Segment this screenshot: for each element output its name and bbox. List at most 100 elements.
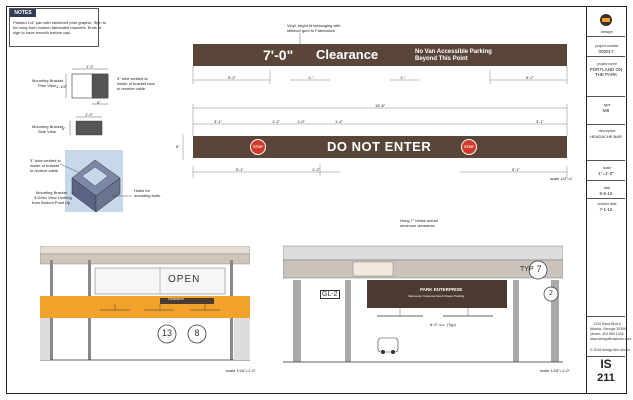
sign1-dim-2: 1'-": [308, 75, 314, 80]
elevation-left-drawing: [40, 246, 250, 364]
plan-dim-bottom: 6": [97, 100, 101, 105]
sign2-dim-bottom-1: 5'-1": [236, 167, 244, 172]
stop-badge-right: STOP: [461, 139, 477, 155]
tb-divider-2: [587, 56, 625, 57]
holes-callout-1: Holes for: [134, 188, 151, 193]
firm-logo-icon: [600, 14, 612, 26]
type-label: type: [603, 103, 611, 107]
weld-callout-3: to receive cable.: [117, 86, 147, 91]
side-view-label-2: Side View: [38, 129, 56, 134]
clearance-sub-1: No Van Accessible Parking: [415, 49, 492, 55]
elevation-right-drawing: [283, 245, 563, 365]
sign2-dim-bottom-3: 5'-1": [512, 167, 520, 172]
project-number-label: project number: [595, 44, 619, 48]
iso-label-1: Mounting Bracket: [36, 190, 68, 195]
clearance-sign: 7'-0" Clearance No Van Accessible Parkin…: [193, 44, 567, 66]
sign1-callout-1: Vinyl, bright lit messaging with: [287, 23, 341, 28]
weld-callout-b-1: 3" tube welded to: [30, 158, 61, 163]
revised-date-label: revised date: [597, 202, 617, 206]
plan-view-label-2: Plan View: [38, 83, 56, 88]
notes-line-3: sign to have smooth bottom cap.: [13, 30, 71, 35]
title-block: [586, 7, 627, 393]
plan-dim-top: 1'-0": [86, 64, 94, 69]
side-dim-side: 6": [62, 126, 66, 131]
seven-label: 7: [536, 264, 542, 274]
date-value: 5-6-16: [599, 191, 613, 196]
typ-label: TYP: [520, 266, 534, 273]
iso-label-2: 3-D/Iso View Looking: [34, 195, 72, 200]
elevation-right-scale: scale 1/16"=1'-0": [540, 368, 570, 373]
sign2-dim-top-4: 1'-4": [335, 119, 343, 124]
circle-number-8: 8: [194, 328, 200, 338]
parking-sign-line-2: Vancouver Cameras Ava & Rosen Parking: [408, 294, 465, 298]
sign2-left-height: 6": [176, 144, 180, 149]
sign1-dim-3: 1'-": [400, 75, 406, 80]
sign1-callout-2: stitched gum to Fabrication: [287, 28, 336, 33]
sign1-dimension-lines: [182, 33, 568, 178]
sign2-dim-top-5: 3'-1": [536, 119, 544, 124]
bracket-plan-view: [65, 68, 109, 105]
notes-box: NOTES Painted 1/4" pan with stretched pr…: [9, 8, 106, 47]
side-dim-top: 1'-0": [85, 112, 93, 117]
band-sign-text: Clearance: [168, 297, 184, 301]
project-number-value: 000017: [598, 49, 614, 54]
holes-callout-2: mounting bolts.: [134, 193, 162, 198]
tb-divider-7: [587, 198, 625, 199]
revised-date-value: 7-1-16: [599, 207, 613, 212]
address-line-4: www.designfirmstudio.com: [590, 337, 632, 341]
circle-number-13: 13: [161, 328, 172, 338]
sign1-dim-4: 5'-2": [526, 75, 534, 80]
parking-sign-line-1: PARK ENTERPRISE: [420, 287, 463, 292]
sign2-dim-top-3: 1'-0": [297, 119, 305, 124]
type-value: M8: [602, 108, 610, 113]
logo-text: design: [601, 29, 613, 34]
stop-badge-right-text: STOP: [464, 145, 474, 149]
side-view-label-1: Mounting Bracket: [32, 124, 64, 129]
description-label: description: [598, 129, 616, 133]
plan-dim-side: 1'-1/2": [56, 84, 68, 89]
date-label: date: [603, 186, 611, 190]
project-name-value-1: PORTLAND ON: [589, 67, 623, 72]
sheet-border: [6, 6, 627, 394]
project-name-value-2: THE PARK: [594, 72, 618, 77]
sign2-dim-bottom-2: 1'-2": [312, 167, 320, 172]
firm-logo: [596, 12, 616, 32]
scale-value: 1"=1'-0": [598, 171, 614, 176]
tb-divider-4: [587, 124, 625, 125]
sheet-prefix: IS: [600, 357, 612, 371]
gl-label: GL-2: [320, 290, 340, 299]
bracket-side-view: [69, 116, 103, 136]
elevation-left-scale: scale 1/16"=1'-0": [226, 368, 256, 373]
weld-callout-2: inside of bracket face: [117, 81, 155, 86]
notes-title: NOTES: [10, 9, 36, 17]
open-sign: OPEN: [168, 274, 201, 285]
clearance-label: Clearance: [316, 47, 379, 62]
notes-line-2: be hung from custom fabricated brackets.…: [13, 25, 102, 30]
sign2-overall-dim: 15'-8": [375, 103, 386, 108]
weld-callout-b-2: inside of bracket: [30, 163, 60, 168]
elevation-right-callout-1: Hung 7" below actual: [400, 218, 438, 223]
address-line-1: 1234 Sand Blvd #: [593, 322, 621, 326]
address-line-3: phone: 404.555.1234: [590, 332, 624, 336]
spacing-dim: 6'-0" o.c. (Typ): [430, 322, 456, 327]
project-name-label: project name: [596, 62, 618, 66]
tb-divider-1: [587, 36, 625, 37]
sign2-dim-top-2: 1'-2": [272, 119, 280, 124]
clearance-height: 7'-0": [263, 47, 294, 63]
description-value: HEADACHE BAR: [590, 134, 622, 139]
address-line-2: Atlanta, Georgia 30309: [590, 327, 626, 331]
elevation-right-callout-2: minimum clearance: [400, 223, 435, 228]
stop-badge-left-text: STOP: [253, 145, 263, 149]
scale-label: scale: [602, 166, 612, 170]
clearance-sub-2: Beyond This Point: [415, 56, 468, 62]
do-not-enter-sign: STOP DO NOT ENTER STOP: [193, 136, 567, 158]
sign2-scale: scale 1/4"=1': [550, 176, 573, 181]
weld-callout-b-3: to receive cable.: [30, 168, 60, 173]
sign1-dim-1: 5'-2": [228, 75, 236, 80]
tb-divider-3: [587, 96, 625, 97]
bracket-iso-view: [59, 150, 132, 213]
tb-divider-9: [587, 356, 625, 357]
tb-divider-5: [587, 160, 625, 161]
sheet-number: 211: [597, 372, 615, 384]
